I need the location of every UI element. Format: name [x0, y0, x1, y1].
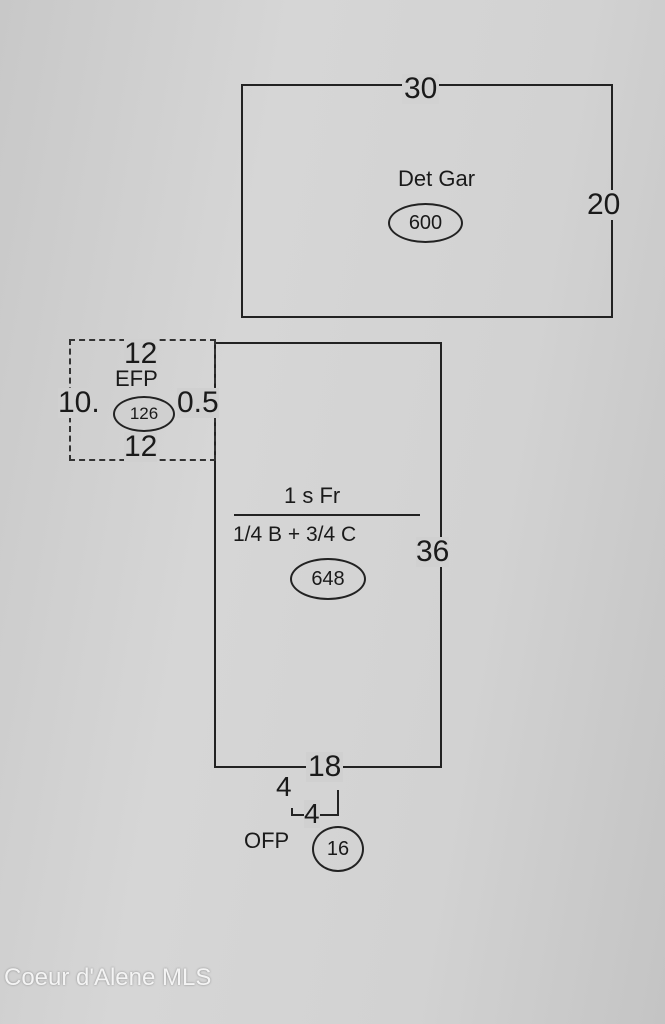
house-construction-label: 1/4 B + 3/4 C — [233, 523, 357, 546]
house-outline — [214, 342, 442, 768]
efp-left-label: 10. — [58, 386, 100, 419]
house-name-label: 1 s Fr — [284, 483, 341, 508]
efp-name-label: EFP — [115, 366, 158, 391]
garage-outline — [241, 84, 613, 318]
garage-name-label: Det Gar — [398, 166, 476, 191]
garage-area-value: 600 — [408, 211, 443, 234]
garage-area-oval: 600 — [388, 203, 463, 243]
garage-width-label: 30 — [402, 72, 440, 105]
efp-right-label: 0.5 — [177, 386, 219, 419]
efp-top-label: 12 — [124, 337, 158, 370]
ofp-dim-b-label: 4 — [304, 798, 320, 829]
efp-area-value: 126 — [129, 404, 159, 423]
house-width-label: 18 — [306, 750, 344, 783]
ofp-dim-a-label: 4 — [276, 771, 292, 802]
ofp-area-value: 16 — [326, 837, 350, 860]
efp-area-oval: 126 — [113, 396, 175, 432]
efp-bottom-label: 12 — [124, 430, 158, 463]
ofp-name-label: OFP — [244, 828, 290, 853]
house-label-divider — [234, 514, 420, 516]
ofp-area-oval: 16 — [312, 826, 364, 872]
mls-watermark: Coeur d'Alene MLS — [4, 964, 212, 991]
garage-depth-label: 20 — [587, 188, 621, 221]
house-area-oval: 648 — [290, 558, 366, 600]
house-area-value: 648 — [311, 567, 345, 590]
house-depth-label: 36 — [416, 535, 450, 568]
